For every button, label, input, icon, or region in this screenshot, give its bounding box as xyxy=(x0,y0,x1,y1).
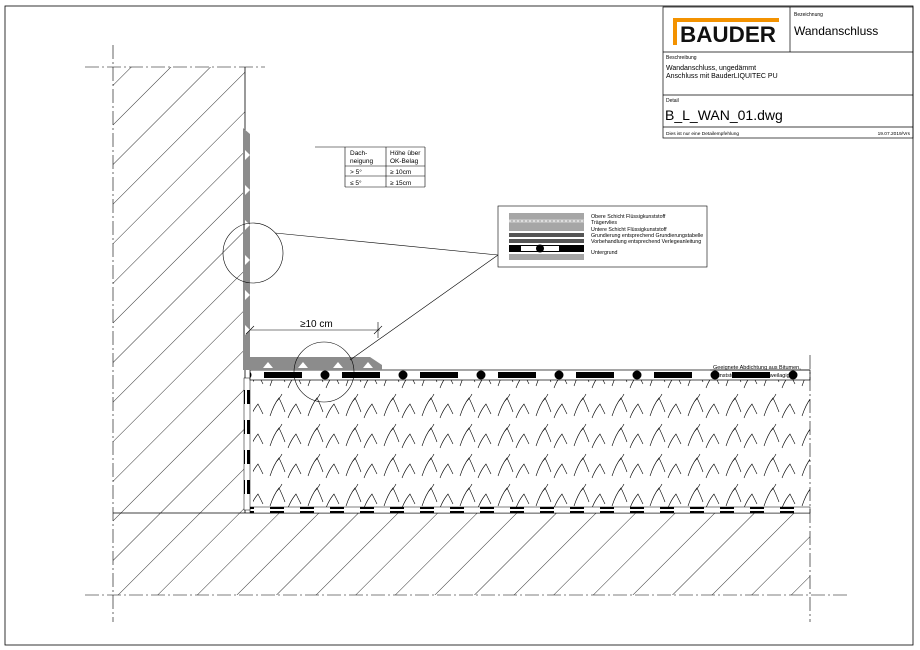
dimension-label: ≥10 cm xyxy=(300,319,333,330)
fleece-markers xyxy=(245,150,373,368)
height-table xyxy=(315,146,426,188)
table-header-height-2: OK-Belag xyxy=(390,158,419,165)
title-block xyxy=(662,6,914,139)
legend-item: Obere Schicht Flüssigkunststoff xyxy=(591,214,666,220)
legend-item: Vorbehandlung entsprechend Verlegeanleit… xyxy=(591,239,701,245)
roof-membrane xyxy=(249,369,811,381)
substrate-layer xyxy=(253,380,810,508)
table-cell: ≤ 5° xyxy=(350,179,362,187)
footer-note: Dies ist nur eine Detailempfehlung xyxy=(666,131,739,137)
membrane-note-1: Geeignete Abdichtung aus Bitumen, xyxy=(713,365,801,371)
table-header-height: Höhe über xyxy=(390,150,421,157)
table-cell: ≥ 10cm xyxy=(390,169,411,176)
detail-circle-wall xyxy=(222,222,284,284)
legend-item: Trägervlies xyxy=(591,220,617,226)
detail-circle-floor xyxy=(293,341,355,403)
table-header-slope: Dach- xyxy=(350,150,367,157)
vertical-membrane xyxy=(243,377,251,511)
table-cell: > 5° xyxy=(350,168,362,176)
detail-label: Detail xyxy=(666,98,679,104)
table-cell: ≥ 15cm xyxy=(390,180,411,187)
beschreibung-label: Beschreibung xyxy=(666,55,697,61)
footer-date: 19.07.2019/Vrs xyxy=(878,131,911,137)
bauder-logo: BAUDER xyxy=(673,18,779,47)
center-lines xyxy=(85,45,850,622)
membrane-note-2: Kunststoff ... einlagig, zweilagig xyxy=(713,373,790,379)
legend-item: Grundierung entsprechend Grundierungstab… xyxy=(591,233,703,239)
drawing-title: Wandanschluss xyxy=(794,24,878,38)
slab-hatch xyxy=(113,513,810,595)
sheet-frame xyxy=(4,5,914,646)
description-line: Anschluss mit BauderLIQUITEC PU xyxy=(666,73,778,80)
legend-item: Untere Schicht Flüssigkunststoff xyxy=(591,227,667,233)
svg-text:BAUDER: BAUDER xyxy=(680,22,776,47)
description-line: Wandanschluss, ungedämmt xyxy=(666,65,756,72)
bezeichnung-label: Bezeichnung xyxy=(794,12,823,18)
wall-hatch xyxy=(113,67,245,513)
dimension-line xyxy=(245,322,383,338)
table-header-slope-2: neigung xyxy=(350,158,374,165)
detail-filename: B_L_WAN_01.dwg xyxy=(665,107,783,123)
layer-legend xyxy=(497,205,708,268)
lower-membrane xyxy=(249,506,811,514)
legend-item: Untergrund xyxy=(591,250,618,256)
